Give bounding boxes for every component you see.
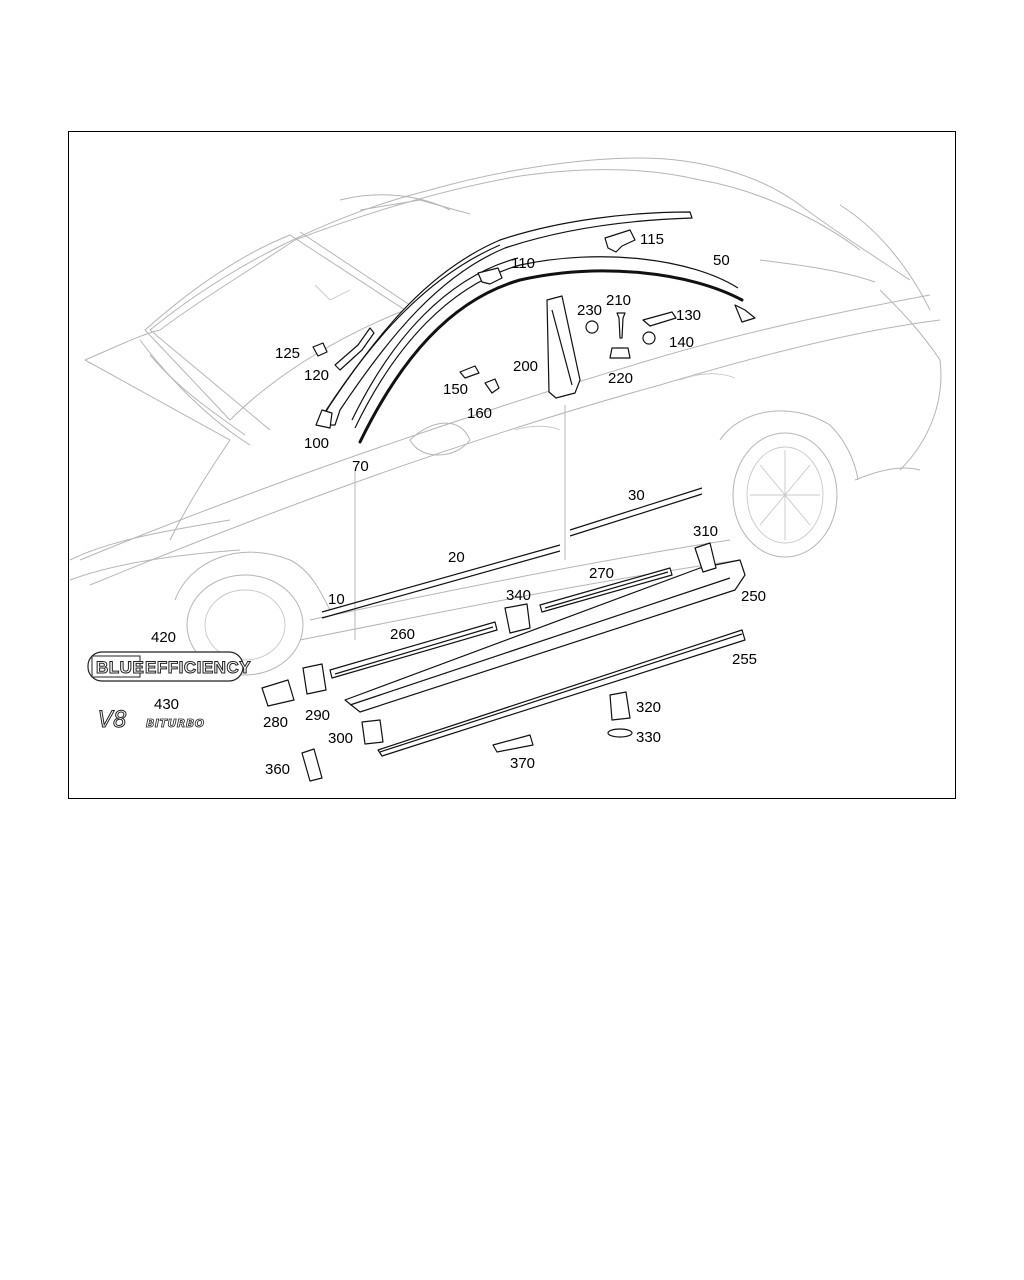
callout-260: 260 [390, 626, 415, 643]
badge-blue-text: BLUE [96, 658, 144, 677]
callout-100: 100 [304, 435, 329, 452]
callout-110: 110 [511, 255, 535, 272]
callout-420: 420 [151, 629, 176, 646]
clip-parts [312, 229, 677, 394]
callout-280: 280 [263, 714, 288, 731]
callout-370: 370 [510, 755, 535, 772]
callout-115: 115 [640, 231, 664, 248]
callout-70: 70 [352, 458, 369, 475]
door-molding-parts [321, 487, 703, 619]
callout-50: 50 [713, 252, 730, 269]
v8-biturbo-badge: V8 BITURBO [98, 708, 205, 734]
callout-430: 430 [154, 696, 179, 713]
badge-biturbo-text: BITURBO [146, 717, 205, 730]
callout-160: 160 [467, 405, 492, 422]
callout-255: 255 [732, 651, 757, 668]
callout-270: 270 [589, 565, 614, 582]
callout-330: 330 [636, 729, 661, 746]
callout-250: 250 [741, 588, 766, 605]
car-outline [69, 157, 942, 676]
sill-parts [261, 542, 746, 782]
callout-30: 30 [628, 487, 645, 504]
callout-360: 360 [265, 761, 290, 778]
callout-320: 320 [636, 699, 661, 716]
callout-340: 340 [506, 587, 531, 604]
callout-200: 200 [513, 358, 538, 375]
callout-300: 300 [328, 730, 353, 747]
callout-210: 210 [606, 292, 631, 309]
badge-efficiency-text: EFFICIENCY [145, 658, 251, 677]
badge-v8-text: V8 [98, 708, 127, 733]
callout-120: 120 [304, 367, 329, 384]
callout-310: 310 [693, 523, 718, 540]
roof-molding-parts [315, 211, 756, 444]
callout-130: 130 [676, 307, 701, 324]
callout-20: 20 [448, 549, 465, 566]
callout-290: 290 [305, 707, 330, 724]
blue-efficiency-badge: BLUE EFFICIENCY [87, 651, 251, 682]
callout-labels: 115 110 50 210 230 130 140 125 120 200 2… [151, 231, 766, 778]
callout-230: 230 [577, 302, 602, 319]
callout-125: 125 [275, 345, 300, 362]
callout-220: 220 [608, 370, 633, 387]
callout-10: 10 [328, 591, 345, 608]
callout-150: 150 [443, 381, 468, 398]
callout-140: 140 [669, 334, 694, 351]
